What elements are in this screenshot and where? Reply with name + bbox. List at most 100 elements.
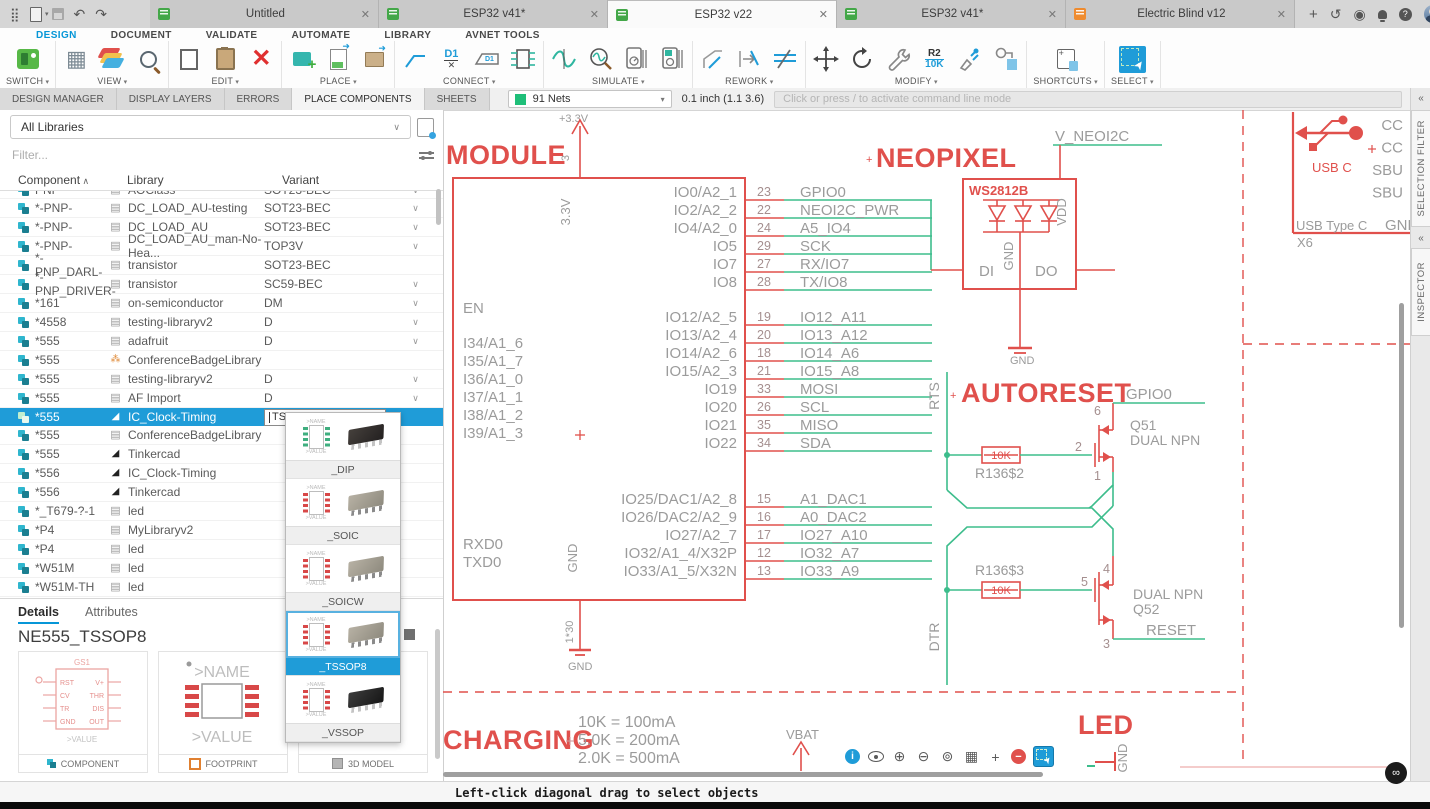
table-row[interactable]: *555 ⁂ConferenceBadgeLibrary — [0, 351, 443, 370]
variant-chevron-icon[interactable]: ∨ — [388, 222, 443, 233]
layers-icon[interactable] — [98, 45, 126, 73]
variant-option-tssop8-selected[interactable]: >NAME>VALUE _TSSOP8 — [286, 611, 400, 676]
notifications-bell-icon[interactable] — [1378, 10, 1387, 19]
copy-icon[interactable] — [175, 45, 203, 73]
module-pin-row[interactable]: 24 A5_IO4 IO4/A2_0 — [674, 220, 932, 237]
delete-icon[interactable]: ✕ — [247, 45, 275, 73]
gnd-net-label[interactable]: GND — [1010, 355, 1035, 367]
footprint-preview-card[interactable]: >NAME >VALUE FOOTPRINT — [158, 651, 288, 773]
doc-tab-untitled[interactable]: Untitled ✕ — [150, 0, 379, 28]
grid-settings-icon[interactable]: ▦ — [62, 45, 90, 73]
table-row[interactable]: *-PNP_DRIVER- ▤transistor SC59-BEC ∨ — [0, 275, 443, 294]
shortcuts-icon[interactable] — [1052, 45, 1080, 73]
place-component-icon[interactable] — [288, 45, 316, 73]
resistor-r136-2[interactable]: 10K R136$2 — [975, 447, 1024, 481]
library-select[interactable]: All Libraries — [10, 115, 411, 139]
close-icon[interactable]: ✕ — [1277, 8, 1286, 21]
details-scrollbar[interactable] — [435, 629, 440, 759]
rts-net-label[interactable]: RTS — [926, 382, 942, 410]
probe-icon[interactable] — [586, 45, 614, 73]
variant-chevron-icon[interactable]: ∨ — [388, 191, 443, 196]
module-pin-row[interactable]: 22 NEOI2C_PWR IO2/A2_2 — [674, 202, 932, 219]
close-icon[interactable]: ✕ — [590, 8, 599, 21]
power-net-label[interactable]: +3.3V — [559, 113, 589, 125]
esp32-module[interactable]: +3.3V 3 3.3V EN I34/A1_6I35/A1_7I36/A1_0… — [453, 113, 932, 673]
group-label[interactable]: SIMULATE — [592, 76, 645, 86]
variant-option-soic[interactable]: >NAME>VALUE _SOIC — [286, 479, 400, 545]
net-name-icon[interactable]: D1✕ — [437, 45, 465, 73]
column-component[interactable]: Component — [0, 173, 127, 187]
module-pin-row[interactable]: 13 IO33_A9 IO33/A1_5/X32N — [624, 563, 932, 580]
table-row[interactable]: *4558 ▤testing-libraryv2 D ∨ — [0, 313, 443, 332]
module-pin-row[interactable]: 33 MOSI IO19 — [704, 381, 932, 398]
heading-charging[interactable]: CHARGING — [443, 725, 594, 755]
open-library-icon[interactable] — [417, 118, 434, 137]
grid-toggle-icon[interactable]: ▦ — [963, 748, 980, 765]
dtr-net-label[interactable]: DTR — [926, 623, 942, 652]
zoom-out-icon[interactable]: ⊖ — [915, 748, 932, 765]
variant-option-dip[interactable]: >NAME>VALUE _DIP — [286, 413, 400, 479]
doc-tab-esp32-v41-b[interactable]: ESP32 v41* ✕ — [837, 0, 1066, 28]
nets-dropdown[interactable]: 91 Nets — [508, 90, 672, 108]
led-section[interactable]: GND — [1087, 744, 1130, 773]
info-icon[interactable]: i — [845, 749, 860, 764]
gnd-net-label[interactable]: GND — [568, 661, 593, 673]
switch-board-icon[interactable] — [14, 45, 42, 73]
module-pin-row[interactable]: 35 MISO IO21 — [704, 417, 932, 434]
command-line-input[interactable] — [774, 91, 1402, 108]
zoom-in-icon[interactable]: ⊕ — [891, 748, 908, 765]
reset-net-label[interactable]: RESET — [1146, 622, 1196, 639]
schematic-canvas[interactable]: MODULE + NEOPIXEL + AUTORESET CHARGING L… — [443, 110, 1410, 781]
label-icon[interactable]: D1 — [473, 45, 501, 73]
filter-input[interactable] — [10, 147, 419, 163]
table-row[interactable]: *161 ▤on-semiconductor DM ∨ — [0, 294, 443, 313]
vbat-net-label[interactable]: VBAT — [786, 727, 819, 742]
variant-chevron-icon[interactable]: ∨ — [388, 393, 443, 404]
app-grid-icon[interactable]: ⣿ — [10, 8, 20, 21]
heading-led[interactable]: LED — [1078, 710, 1134, 740]
file-menu-icon[interactable] — [30, 7, 42, 22]
rework-swap-icon[interactable] — [771, 45, 799, 73]
module-pin-row[interactable]: 20 IO13_A12 IO13/A2_4 — [665, 327, 932, 344]
save-icon[interactable] — [52, 8, 64, 20]
table-row-partial[interactable]: PNP ▤AOClass SOT23-BEC ∨ — [0, 191, 443, 199]
collapse-selection-filter-icon[interactable]: « — [1411, 90, 1430, 106]
gnd-symbol[interactable] — [569, 650, 591, 655]
vertical-scrollbar[interactable] — [1399, 303, 1404, 628]
usb-c-connector[interactable]: USB C CCCCSBUSBU GND USB Type C X6 — [1293, 112, 1410, 250]
paste-to-board-icon[interactable] — [992, 45, 1020, 73]
autoreset-circuit[interactable]: RTS 10K R136$2 6 2 — [926, 372, 1205, 685]
wire-icon[interactable] — [401, 45, 429, 73]
cross-wire-a[interactable] — [947, 490, 1113, 556]
place-sheet-icon[interactable] — [324, 45, 352, 73]
job-status-icon[interactable]: ◉ — [1354, 7, 1366, 21]
doc-tab-electric-blind[interactable]: Electric Blind v12 ✕ — [1066, 0, 1295, 28]
zoom-window-icon[interactable] — [134, 45, 162, 73]
paste-icon[interactable] — [211, 45, 239, 73]
doc-tab-esp32-v41-a[interactable]: ESP32 v41* ✕ — [379, 0, 608, 28]
gnd-symbol[interactable] — [1008, 348, 1032, 353]
group-label[interactable]: CONNECT — [443, 76, 496, 86]
undo-icon[interactable]: ↶ — [74, 7, 86, 21]
resistor-r136-3[interactable]: R136$3 10K — [975, 562, 1024, 598]
crosshair-icon[interactable]: + — [987, 748, 1004, 765]
heading-autoreset[interactable]: AUTORESET — [961, 378, 1132, 408]
variant-chevron-icon[interactable]: ∨ — [388, 203, 443, 214]
tab-attributes[interactable]: Attributes — [85, 605, 138, 624]
group-label[interactable]: SELECT — [1111, 76, 1154, 86]
tab-errors[interactable]: ERRORS — [225, 88, 293, 110]
variant-chevron-icon[interactable]: ∨ — [388, 279, 443, 290]
selection-filter-panel-tab[interactable]: SELECTION FILTER — [1411, 110, 1430, 227]
module-pin-row[interactable]: 34 SDA IO22 — [704, 435, 932, 452]
ic-symbol-icon[interactable] — [509, 45, 537, 73]
group-label[interactable]: SHORTCUTS — [1033, 76, 1098, 86]
move-icon[interactable] — [812, 45, 840, 73]
fusion-badge-icon[interactable]: ∞ — [1385, 762, 1407, 784]
collapse-inspector-icon[interactable]: « — [1411, 230, 1430, 246]
group-label[interactable]: REWORK — [725, 76, 773, 86]
column-library[interactable]: Library — [127, 173, 282, 187]
close-icon[interactable]: ✕ — [361, 8, 370, 21]
tab-place-components[interactable]: PLACE COMPONENTS — [292, 88, 424, 110]
change-value-icon[interactable]: R210K — [920, 45, 948, 73]
new-tab-icon[interactable]: + — [1309, 6, 1318, 23]
